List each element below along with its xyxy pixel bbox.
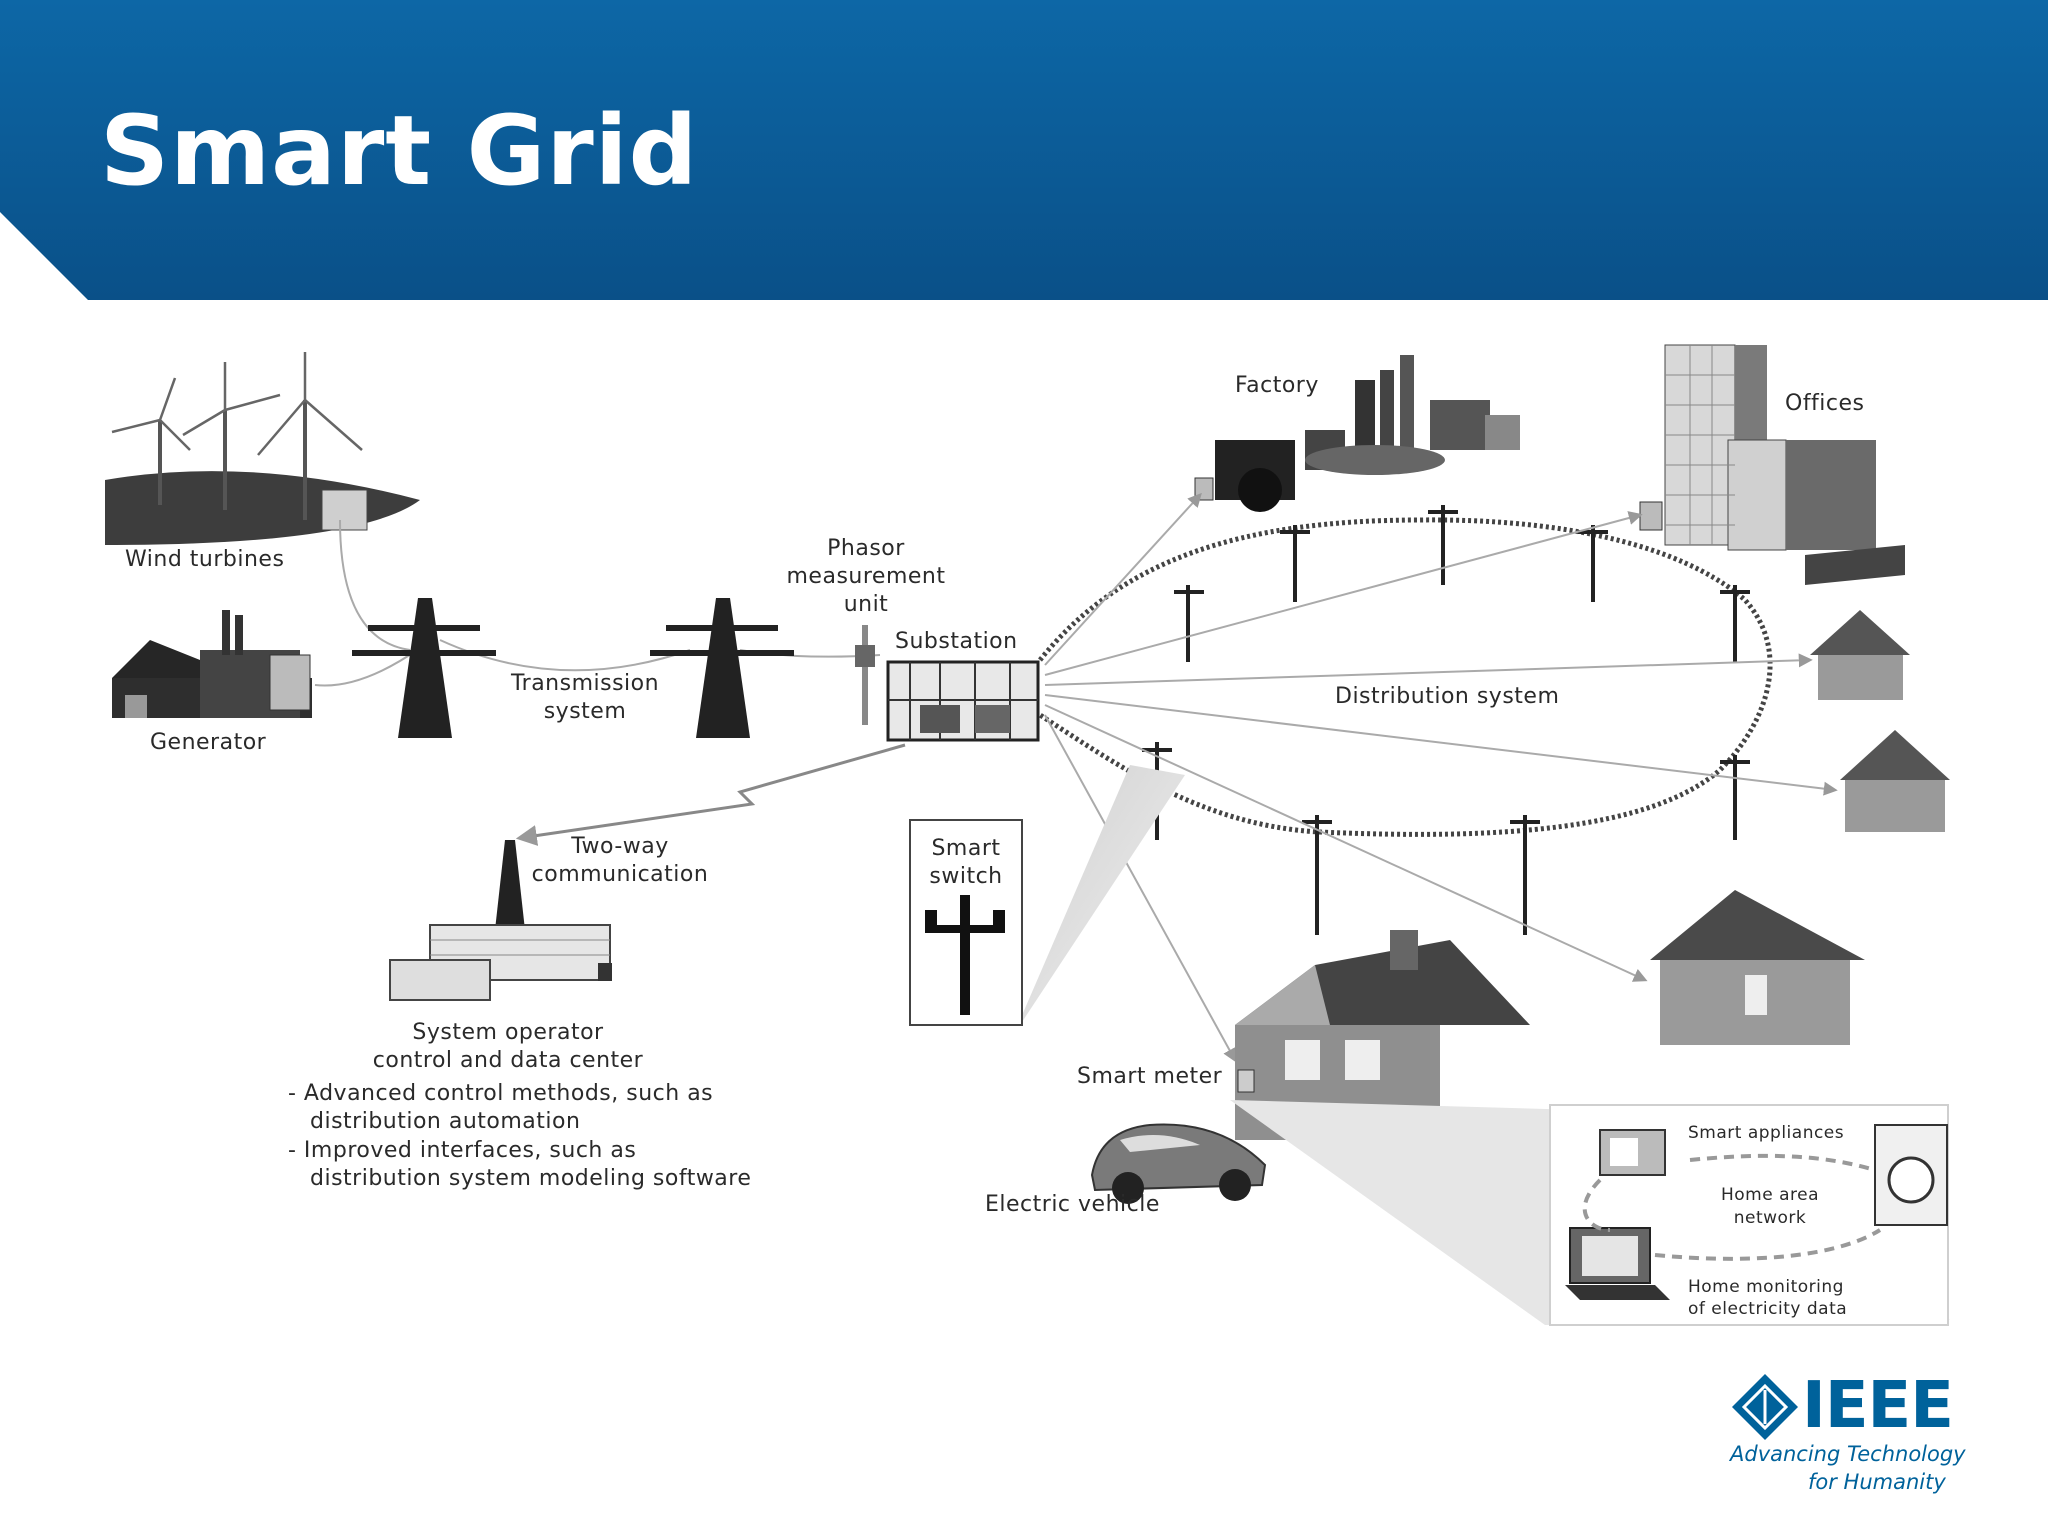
label-offices: Offices [1785,391,1865,416]
label-electric-vehicle: Electric vehicle [985,1192,1160,1217]
smart-switch-beam [1020,765,1185,1025]
substation-icon [886,660,1040,742]
label-home-area-1: Home area [1721,1185,1819,1205]
header-banner [0,0,2048,300]
ieee-tagline-2: for Humanity [1808,1470,1946,1494]
factory-icon [1194,355,1520,512]
house-icon [1810,610,1910,700]
label-phasor-1: Phasor [827,536,905,561]
slide-title: Smart Grid [100,95,699,207]
label-transmission-1: Transmission [510,671,659,696]
laptop-icon [1565,1227,1670,1300]
slide-header: Smart Grid [0,0,2048,300]
label-wind-turbines: Wind turbines [125,547,284,572]
label-bullet-1a: - Advanced control methods, such as [288,1081,713,1106]
label-phasor-3: unit [844,592,889,617]
label-substation: Substation [895,629,1018,654]
label-transmission-2: system [544,699,627,724]
label-smart-appliances: Smart appliances [1688,1123,1844,1143]
label-two-way-1: Two-way [570,834,669,859]
label-system-operator-1: System operator [412,1020,604,1045]
electric-vehicle-icon [1090,1123,1267,1204]
transmission-tower-icon [650,598,794,738]
distribution-arrows [1044,492,1838,1063]
wind-turbines-icon [105,352,420,545]
generator-icon [112,610,312,718]
two-way-communication-arrow [515,743,906,846]
phasor-unit-icon [855,625,875,725]
distribution-loop [1038,517,1773,837]
label-smart-switch-2: switch [929,864,1002,889]
smart-switch-pole-icon [925,895,1005,1015]
ieee-diamond-icon [1732,1374,1798,1440]
label-smart-switch-1: Smart [931,836,1000,861]
label-two-way-2: communication [532,862,709,887]
system-operator-center-icon [389,840,612,1001]
label-distribution-system: Distribution system [1335,684,1559,709]
label-home-monitoring-1: Home monitoring [1688,1277,1844,1297]
ieee-tagline-1: Advancing Technology [1730,1442,1966,1466]
transmission-lines [314,519,881,687]
label-generator: Generator [150,730,267,755]
home-area-network-link [1582,1153,1882,1261]
ieee-wordmark: IEEE [1802,1369,1954,1443]
house-icon [1650,890,1865,1045]
label-bullet-2b: distribution system modeling software [310,1166,751,1191]
smart-appliance-monitor-icon [1599,1129,1666,1176]
utility-poles [1142,505,1750,935]
washing-machine-icon [1874,1124,1948,1226]
offices-icon [1639,344,1905,585]
label-smart-meter: Smart meter [1077,1064,1223,1089]
transmission-tower-icon [352,598,496,738]
label-phasor-2: measurement [787,564,946,589]
label-home-area-2: network [1734,1208,1807,1228]
label-home-monitoring-2: of electricity data [1688,1299,1847,1319]
label-factory: Factory [1235,373,1319,398]
smart-grid-diagram: Wind turbines Generator Transmission sys… [105,344,1950,1326]
ieee-logo: IEEE Advancing Technology for Humanity [1720,1370,1970,1510]
house-icon [1840,730,1950,832]
label-system-operator-2: control and data center [373,1048,644,1073]
label-bullet-1b: distribution automation [310,1109,580,1134]
label-bullet-2a: - Improved interfaces, such as [288,1138,636,1163]
